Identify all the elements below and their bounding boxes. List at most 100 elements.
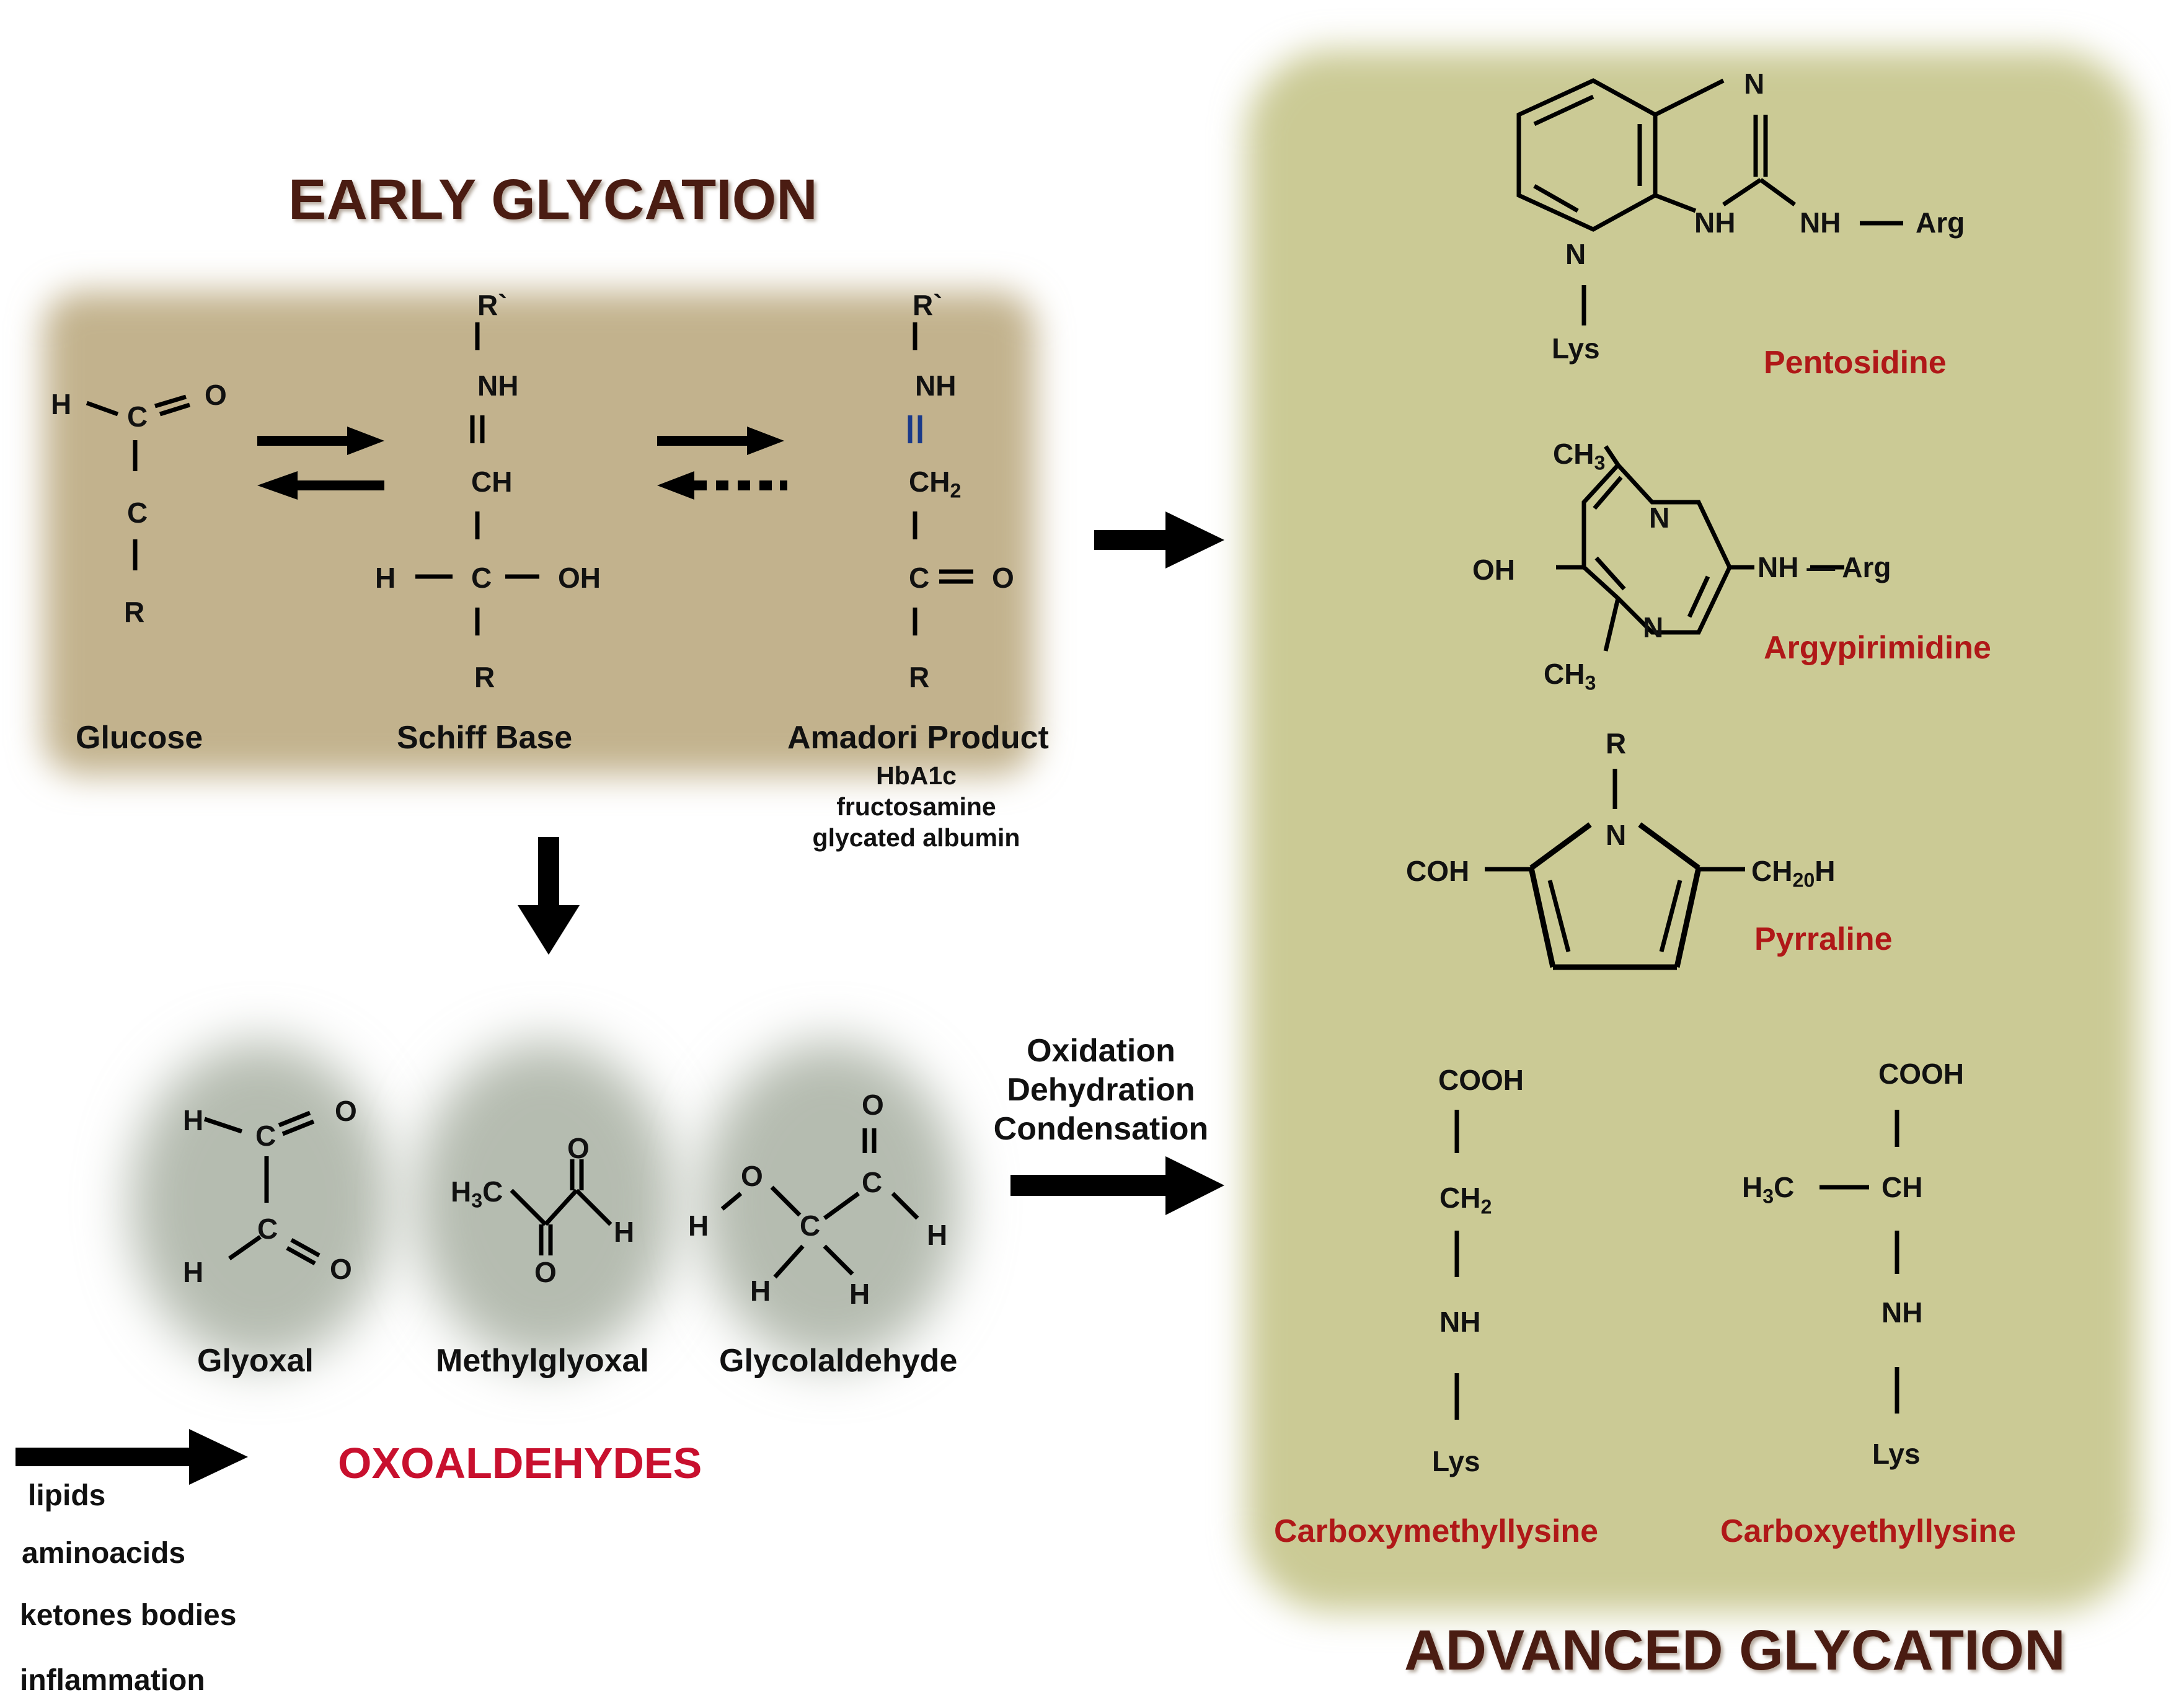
oxoaldehydes-title: OXOALDEHYDES	[338, 1439, 702, 1487]
amadori-atom-r: R	[909, 661, 930, 693]
early-glycation-title: EARLY GLYCATION	[288, 168, 818, 231]
glycolaldehyde-atom-h4: H	[927, 1219, 948, 1251]
methylglyoxal-label: Methylglyoxal	[436, 1343, 649, 1379]
cel-atom-cooh: COOH	[1878, 1058, 1964, 1090]
glycolaldehyde-atom-o1: O	[741, 1160, 763, 1192]
pentosidine-atom-nh-left: NH	[1694, 206, 1736, 239]
glycolaldehyde-atom-h3: H	[849, 1278, 870, 1310]
glyoxal-structure	[203, 1110, 321, 1266]
pyrraline-label: Pyrraline	[1754, 921, 1893, 957]
cel-atom-h3c: H3C	[1742, 1171, 1795, 1208]
schiff-atom-r: R	[474, 661, 495, 693]
pentosidine-atom-n-ring: N	[1565, 238, 1586, 270]
carboxymethyllysine-label: Carboxymethyllysine	[1274, 1513, 1599, 1549]
argypirimidine-atom-n-bottom: N	[1643, 611, 1664, 644]
methylglyoxal-structure	[510, 1159, 612, 1255]
source-ketone-bodies: ketones bodies	[20, 1599, 237, 1632]
reaction-condensation: Condensation	[993, 1111, 1209, 1147]
glyoxal-atom-o1: O	[335, 1095, 357, 1127]
schiff-base-label: Schiff Base	[397, 720, 573, 756]
glycolaldehyde-atom-h1: H	[688, 1210, 709, 1242]
glucose-structure	[86, 394, 191, 570]
sources-to-oxoaldehydes-arrow	[15, 1429, 248, 1485]
glyoxal-blob	[130, 1042, 391, 1364]
pentosidine-atom-n-top: N	[1744, 68, 1765, 100]
glucose-atom-h: H	[51, 388, 72, 420]
cel-atom-lys: Lys	[1872, 1438, 1921, 1470]
reaction-dehydration: Dehydration	[1007, 1072, 1195, 1108]
methylglyoxal-blob	[415, 1042, 676, 1364]
early-to-oxoaldehydes-arrow	[518, 837, 580, 955]
methylglyoxal-atom-o-bottom: O	[534, 1256, 557, 1288]
pentosidine-atom-arg: Arg	[1916, 206, 1965, 239]
glycolaldehyde-label: Glycolaldehyde	[719, 1343, 958, 1379]
pyrraline-structure	[1485, 769, 1745, 970]
methylglyoxal-atom-h: H	[614, 1216, 635, 1248]
argypirimidine-structure	[1556, 445, 1844, 652]
argypirimidine-atom-n-top: N	[1649, 502, 1670, 534]
pyrraline-atom-r: R	[1606, 727, 1627, 759]
cml-atom-lys: Lys	[1432, 1445, 1480, 1477]
argypirimidine-atom-nh-arg: NH — Arg	[1758, 551, 1891, 583]
glycolaldehyde-atom-o2: O	[862, 1089, 884, 1121]
argypirimidine-atom-ch3-top: CH3	[1553, 438, 1606, 474]
glycolaldehyde-atom-h2: H	[750, 1275, 771, 1307]
schiff-to-glucose-arrow	[257, 471, 384, 500]
advanced-glycation-panel	[1246, 50, 2139, 1612]
glucose-to-schiff-arrow	[257, 427, 384, 455]
reaction-oxidation: Oxidation	[1027, 1033, 1175, 1069]
cel-atom-ch: CH	[1881, 1171, 1923, 1203]
glucose-atom-o: O	[205, 379, 227, 411]
amadori-to-schiff-dashed-arrow	[657, 471, 787, 500]
glucose-atom-c1: C	[127, 400, 148, 433]
argypirimidine-label: Argypirimidine	[1764, 630, 1991, 666]
amadori-atom-c: C	[909, 562, 930, 594]
glyoxal-label: Glyoxal	[197, 1343, 314, 1379]
amadori-marker-hba1c: HbA1c	[876, 761, 957, 790]
advanced-glycation-title: ADVANCED GLYCATION	[1404, 1619, 2066, 1682]
pentosidine-atom-nh-arg: NH	[1800, 206, 1841, 239]
glyoxal-atom-o2: O	[330, 1253, 352, 1285]
glyoxal-atom-h1: H	[183, 1104, 204, 1136]
source-inflammation: inflammation	[20, 1664, 205, 1697]
amadori-atom-nh: NH	[915, 369, 957, 402]
schiff-to-amadori-arrow	[657, 427, 784, 455]
early-to-advanced-arrow	[1094, 511, 1224, 569]
amadori-atom-ch2: CH2	[909, 466, 962, 502]
amadori-marker-fructosamine: fructosamine	[836, 792, 996, 821]
cml-atom-nh: NH	[1439, 1306, 1481, 1338]
amadori-product-label: Amadori Product	[787, 720, 1049, 756]
argypirimidine-atom-oh: OH	[1472, 554, 1515, 586]
glycolaldehyde-structure	[720, 1128, 919, 1279]
schiff-atom-rprime: R`	[477, 289, 508, 321]
glucose-label: Glucose	[76, 720, 203, 756]
cel-atom-nh: NH	[1881, 1296, 1923, 1329]
glyoxal-atom-h2: H	[183, 1256, 204, 1288]
carboxyethyllysine-structure	[1819, 1110, 1899, 1414]
oxoaldehydes-to-advanced-arrow	[1010, 1156, 1224, 1215]
amadori-structure	[908, 322, 973, 635]
pentosidine-label: Pentosidine	[1764, 345, 1947, 381]
methylglyoxal-atom-h3c: H3C	[451, 1175, 503, 1212]
source-aminoacids: aminoacids	[22, 1537, 186, 1570]
early-glycation-panel	[43, 291, 1035, 775]
pyrraline-atom-ch20h: CH20H	[1751, 855, 1836, 892]
source-lipids: lipids	[28, 1479, 106, 1512]
schiff-atom-ch: CH	[471, 466, 513, 498]
glyoxal-atom-c2: C	[257, 1213, 278, 1245]
pyrraline-atom-n: N	[1606, 819, 1627, 851]
cml-atom-ch2: CH2	[1439, 1182, 1492, 1218]
amadori-atom-rprime: R`	[913, 289, 943, 321]
glyoxal-atom-c1: C	[255, 1120, 276, 1152]
pentosidine-atom-lys: Lys	[1552, 332, 1600, 365]
schiff-atom-nh: NH	[477, 369, 519, 402]
glucose-atom-r: R	[124, 596, 145, 628]
cml-atom-cooh: COOH	[1438, 1064, 1524, 1096]
glycolaldehyde-atom-c2: C	[862, 1166, 883, 1198]
argypirimidine-atom-ch3-bottom: CH3	[1544, 658, 1596, 694]
schiff-base-structure	[415, 322, 539, 635]
schiff-atom-c: C	[471, 562, 492, 594]
glucose-atom-c2: C	[127, 497, 148, 529]
pyrraline-atom-coh: COH	[1406, 855, 1470, 887]
